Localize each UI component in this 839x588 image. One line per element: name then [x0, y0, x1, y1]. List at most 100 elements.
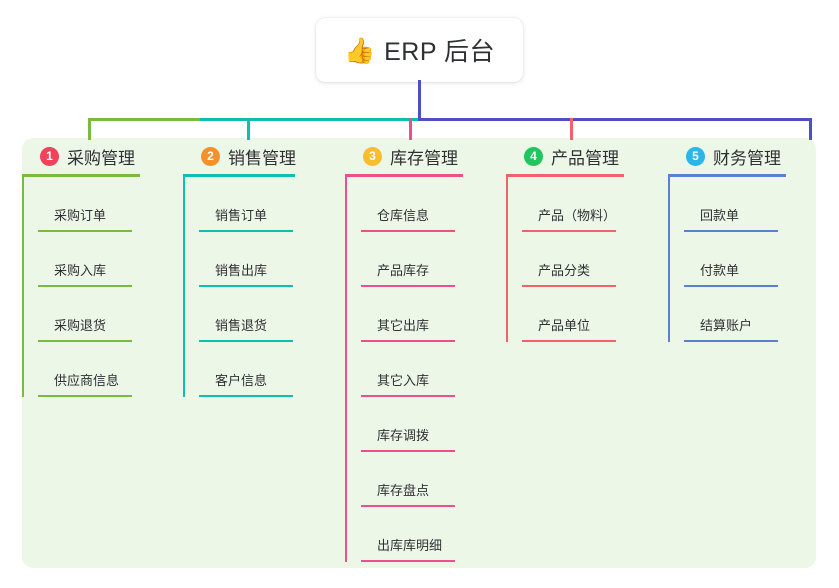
branch-4-item-3-label: 产品单位 — [538, 318, 591, 333]
branch-5-underline — [668, 174, 786, 177]
branch-2-item-2-label: 销售出库 — [215, 263, 268, 278]
branch-3-item-2-label: 产品库存 — [377, 263, 430, 278]
branch-5-number-badge: 5 — [686, 146, 705, 166]
branch-4-underline — [506, 174, 624, 177]
list-item[interactable]: 回款单 — [684, 177, 786, 232]
thumbs-up-icon: 👍 — [343, 35, 376, 65]
branch-1-label: 采购管理 — [67, 148, 135, 168]
list-item[interactable]: 销售订单 — [199, 177, 296, 232]
branch-2-item-2-underline — [199, 285, 293, 287]
branch-5-spine — [668, 177, 670, 342]
branch-5-item-1-label: 回款单 — [700, 208, 740, 223]
branch-3-spine — [345, 177, 347, 562]
branch-1-header[interactable]: 1 采购管理 — [40, 144, 140, 168]
branch-5: 5 财务管理 回款单 付款单 结算账户 — [668, 144, 786, 342]
branch-3-item-4-underline — [361, 395, 455, 397]
branches-panel — [22, 138, 816, 568]
branch-3-header[interactable]: 3 库存管理 — [363, 144, 463, 168]
branch-3-item-6-label: 库存盘点 — [377, 483, 430, 498]
list-item[interactable]: 产品（物料） — [522, 177, 624, 232]
branch-5-item-2-label: 付款单 — [700, 263, 740, 278]
list-item[interactable]: 产品分类 — [522, 232, 624, 287]
list-item[interactable]: 其它出库 — [361, 287, 463, 342]
list-item[interactable]: 销售退货 — [199, 287, 296, 342]
branch-4-label: 产品管理 — [551, 148, 619, 168]
bus-segment-green — [88, 118, 200, 121]
branch-3-item-7-label: 出库库明细 — [377, 538, 443, 553]
branch-4-item-2-underline — [522, 285, 616, 287]
list-item[interactable]: 出库库明细 — [361, 507, 463, 562]
root-node[interactable]: 👍 ERP 后台 — [316, 18, 523, 82]
branch-4: 4 产品管理 产品（物料） 产品分类 产品单位 — [506, 144, 624, 342]
list-item[interactable]: 客户信息 — [199, 342, 296, 397]
branch-3-item-6-underline — [361, 505, 455, 507]
list-item[interactable]: 仓库信息 — [361, 177, 463, 232]
branch-4-items: 产品（物料） 产品分类 产品单位 — [506, 177, 624, 342]
list-item[interactable]: 库存盘点 — [361, 452, 463, 507]
branch-3: 3 库存管理 仓库信息 产品库存 其它出库 其它入库 库存调拨 — [345, 144, 463, 562]
list-item[interactable]: 采购退货 — [38, 287, 140, 342]
branch-drop-connector-2 — [247, 118, 250, 140]
branch-3-number-badge: 3 — [363, 146, 382, 166]
branch-3-item-1-underline — [361, 230, 455, 232]
branch-2: 2 销售管理 销售订单 销售出库 销售退货 客户信息 — [183, 144, 296, 397]
list-item[interactable]: 其它入库 — [361, 342, 463, 397]
branch-1: 1 采购管理 采购订单 采购入库 采购退货 供应商信息 — [22, 144, 140, 397]
branch-1-spine — [22, 177, 24, 397]
branch-5-item-1-underline — [684, 230, 778, 232]
list-item[interactable]: 采购入库 — [38, 232, 140, 287]
root-stem-connector — [418, 80, 421, 121]
branch-4-item-2-label: 产品分类 — [538, 263, 591, 278]
branch-2-items: 销售订单 销售出库 销售退货 客户信息 — [183, 177, 296, 397]
branch-5-item-3-underline — [684, 340, 778, 342]
list-item[interactable]: 库存调拨 — [361, 397, 463, 452]
branch-2-item-4-label: 客户信息 — [215, 373, 268, 388]
branch-1-number-badge: 1 — [40, 146, 59, 166]
branch-2-item-4-underline — [199, 395, 293, 397]
branch-5-items: 回款单 付款单 结算账户 — [668, 177, 786, 342]
list-item[interactable]: 结算账户 — [684, 287, 786, 342]
branch-1-item-3-underline — [38, 340, 132, 342]
branch-1-item-1-underline — [38, 230, 132, 232]
branch-3-item-3-label: 其它出库 — [377, 318, 430, 333]
branch-2-spine — [183, 177, 185, 397]
branch-4-spine — [506, 177, 508, 342]
branch-3-item-2-underline — [361, 285, 455, 287]
branch-3-items: 仓库信息 产品库存 其它出库 其它入库 库存调拨 库存盘点 — [345, 177, 463, 562]
branch-1-item-2-underline — [38, 285, 132, 287]
branch-1-item-4-underline — [38, 395, 132, 397]
branch-5-item-2-underline — [684, 285, 778, 287]
branch-3-item-3-underline — [361, 340, 455, 342]
list-item[interactable]: 销售出库 — [199, 232, 296, 287]
list-item[interactable]: 产品单位 — [522, 287, 624, 342]
branch-2-number-badge: 2 — [201, 146, 220, 166]
list-item[interactable]: 供应商信息 — [38, 342, 140, 397]
list-item[interactable]: 产品库存 — [361, 232, 463, 287]
branch-drop-connector-1 — [88, 118, 91, 140]
bus-segment-blue — [418, 118, 812, 121]
branch-2-underline — [183, 174, 295, 177]
bus-segment-teal — [200, 118, 418, 121]
root-node-title: ERP 后台 — [384, 38, 496, 66]
list-item[interactable]: 付款单 — [684, 232, 786, 287]
branch-drop-connector-5 — [809, 118, 812, 140]
branch-2-item-1-label: 销售订单 — [215, 208, 268, 223]
branch-5-header[interactable]: 5 财务管理 — [686, 144, 786, 168]
branch-2-header[interactable]: 2 销售管理 — [201, 144, 296, 168]
branch-5-label: 财务管理 — [713, 148, 781, 168]
branch-4-item-1-underline — [522, 230, 616, 232]
branch-3-item-1-label: 仓库信息 — [377, 208, 430, 223]
branch-1-underline — [22, 174, 140, 177]
branch-drop-connector-4 — [570, 118, 573, 140]
list-item[interactable]: 采购订单 — [38, 177, 140, 232]
branch-1-item-1-label: 采购订单 — [54, 208, 107, 223]
branch-1-item-4-label: 供应商信息 — [54, 373, 120, 388]
branch-4-item-1-label: 产品（物料） — [538, 208, 617, 223]
branch-2-label: 销售管理 — [228, 148, 296, 168]
branch-1-item-3-label: 采购退货 — [54, 318, 107, 333]
branch-4-item-3-underline — [522, 340, 616, 342]
branch-2-item-1-underline — [199, 230, 293, 232]
branch-4-header[interactable]: 4 产品管理 — [524, 144, 624, 168]
branch-3-item-4-label: 其它入库 — [377, 373, 430, 388]
